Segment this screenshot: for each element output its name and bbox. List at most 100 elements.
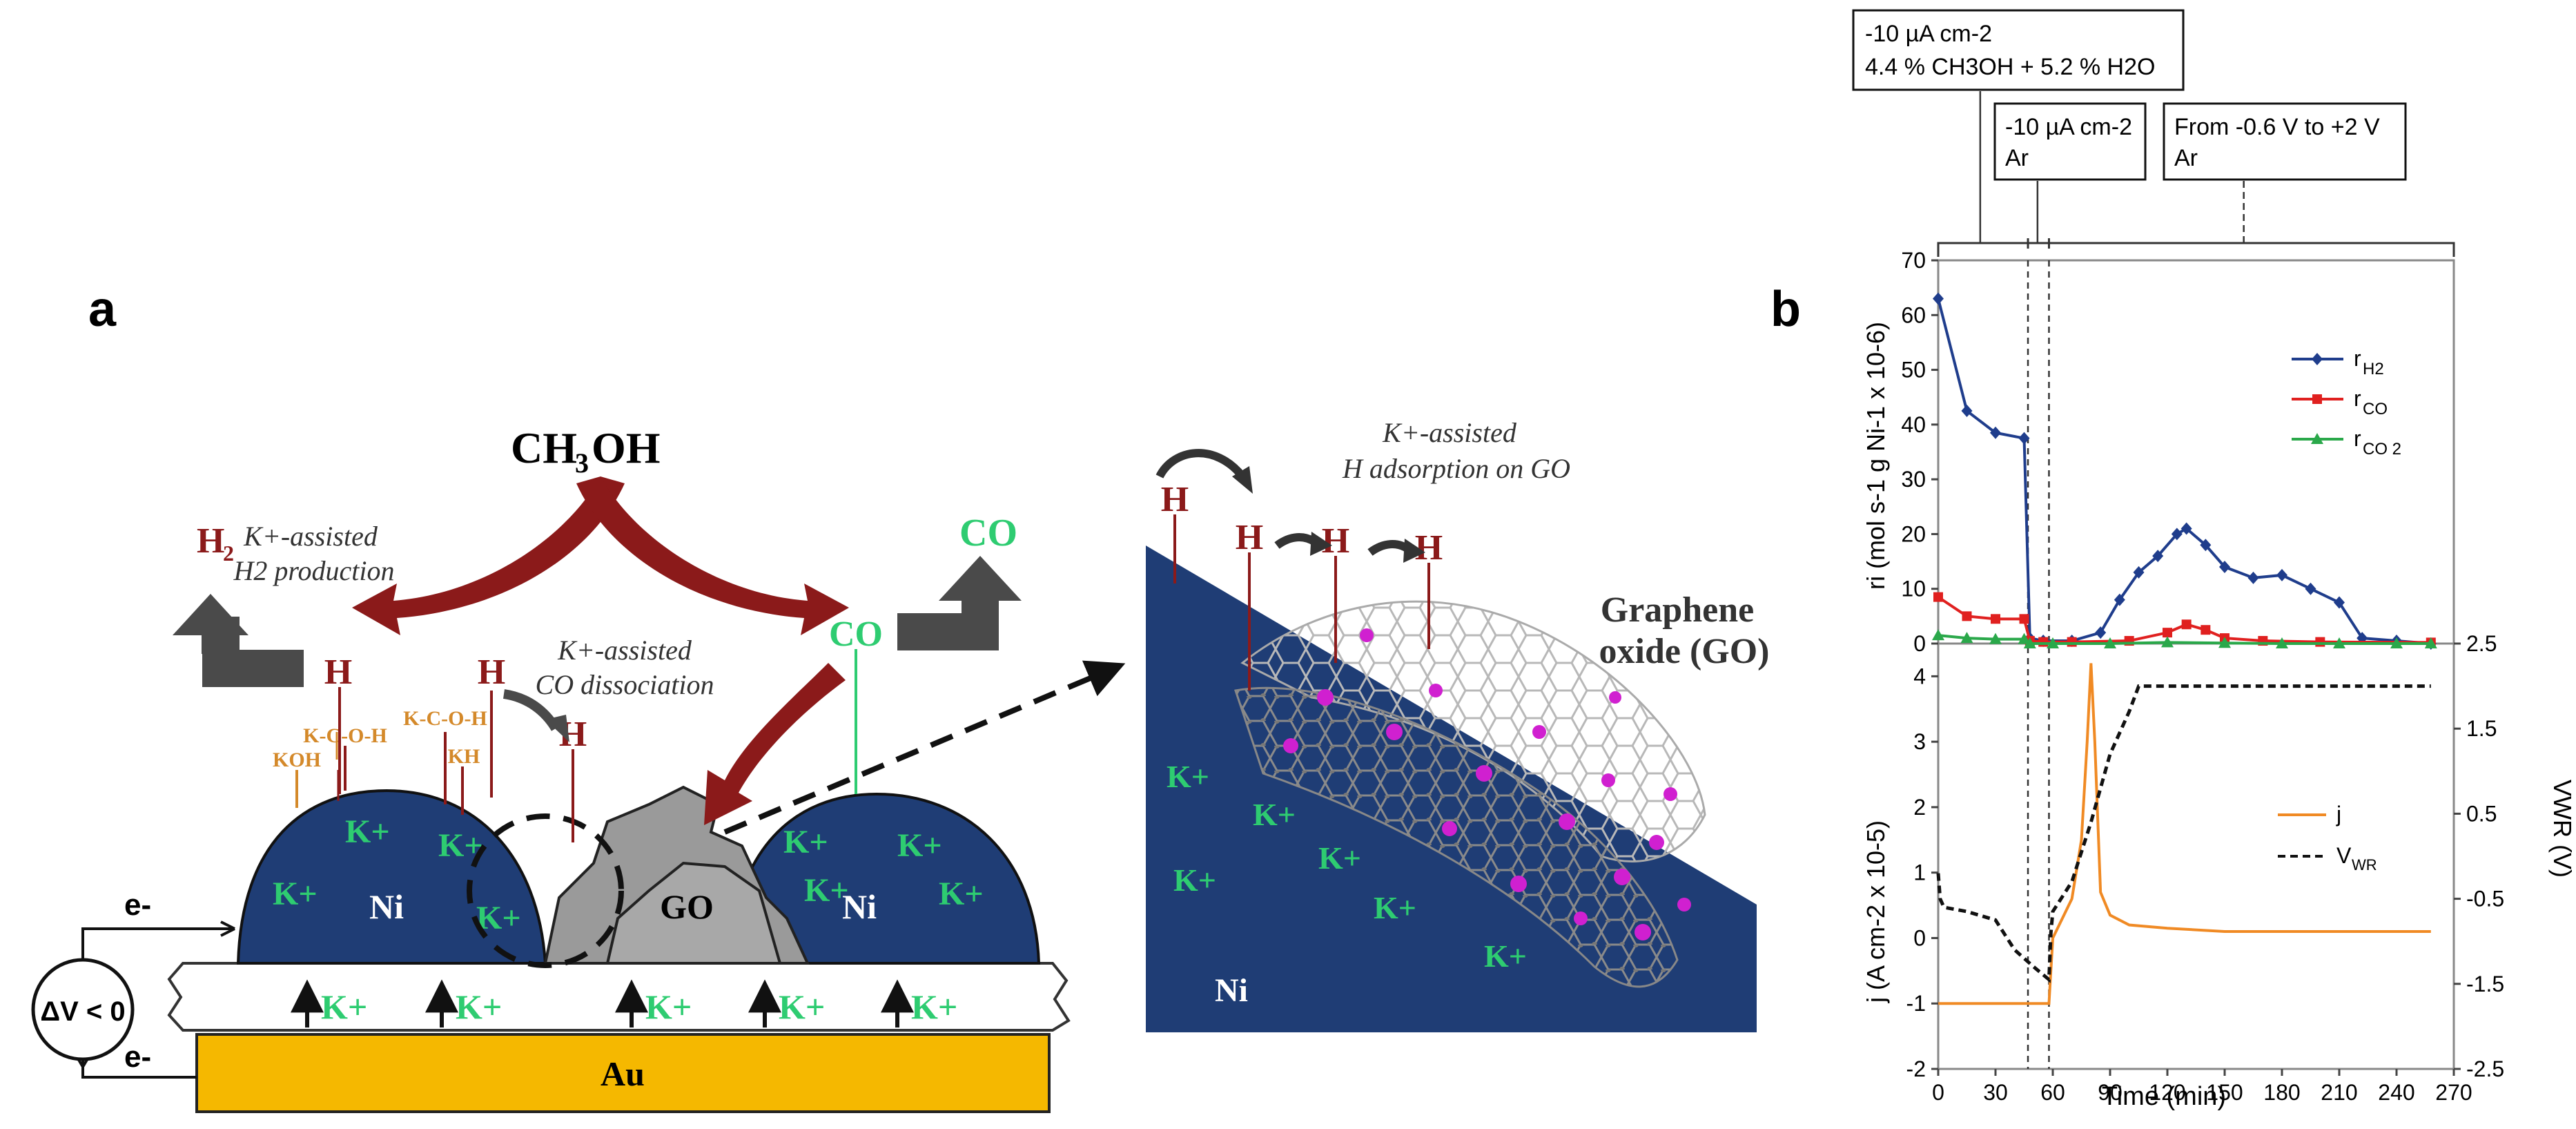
y-top-tick-label: 30: [1901, 467, 1926, 492]
x-tick-label: 120: [2149, 1080, 2185, 1105]
co-dissociation-line1: K+-assisted: [557, 635, 692, 666]
point-rCO2: [1989, 633, 2002, 644]
legend-label-rH2: r: [2354, 346, 2361, 371]
au-label: Au: [601, 1054, 645, 1093]
point-rH2: [2219, 561, 2230, 573]
point-rH2: [2247, 571, 2259, 584]
ni-left-label: Ni: [369, 887, 404, 926]
point-rCO: [2201, 625, 2211, 635]
h2-production-line1: K+-assisted: [243, 521, 378, 552]
y-bottom-tick-label: 4: [1913, 664, 1926, 688]
co-dissociation-line2: CO dissociation: [536, 669, 714, 700]
point-rCO2: [2104, 637, 2116, 648]
y-axis-label-right: VWR (V): [2548, 780, 2576, 878]
box2-line2: Ar: [2005, 145, 2029, 171]
box1-line2: 4.4 % CH3OH + 5.2 % H2O: [1865, 54, 2155, 80]
graphene-oxide-line1: Graphene: [1601, 590, 1754, 630]
y-top-tick-label: 10: [1901, 577, 1926, 601]
point-rH2: [2334, 596, 2345, 609]
y-right-tick-label: 0.5: [2466, 801, 2497, 826]
svg-text:H: H: [1161, 480, 1189, 519]
box3-line1: From -0.6 V to +2 V: [2174, 114, 2380, 140]
k-plus-membrane-3: K+: [645, 987, 692, 1026]
svg-text:3: 3: [575, 447, 589, 479]
point-rH2: [2018, 432, 2030, 445]
au-electrode: [195, 1033, 1051, 1113]
kcoh-left: K-C-O-H: [303, 724, 387, 747]
point-rCO2: [2023, 637, 2036, 648]
k-plus-membrane-2: K+: [456, 987, 502, 1026]
point-rH2: [2133, 566, 2145, 579]
legend-sub-rCO: CO: [2363, 400, 2388, 418]
x-tick-label: 180: [2263, 1080, 2300, 1105]
co-product: CO: [959, 512, 1017, 554]
svg-text:K+: K+: [345, 813, 390, 850]
y-bottom-tick-label: -1: [1906, 991, 1926, 1016]
phase-bracket: [1937, 242, 2455, 257]
x-axis-label: Time (min): [2102, 1082, 2226, 1111]
point-rCO2: [2218, 637, 2231, 648]
k-plus-membrane-5: K+: [911, 987, 957, 1026]
ni-right-label: Ni: [842, 887, 877, 926]
x-tick-label: 150: [2206, 1080, 2243, 1105]
legend-marker-rH2: [2312, 353, 2323, 365]
y-right-tick-label: 2.5: [2466, 631, 2497, 656]
series-line-rH2: [1937, 298, 2431, 645]
go-label: GO: [660, 887, 714, 926]
condition-box-2: [1993, 102, 2147, 181]
point-rCO2: [2161, 636, 2174, 648]
y-bottom-tick-label: 3: [1913, 729, 1926, 754]
legend-sub-VWR: WR: [2352, 856, 2377, 874]
h2-product: H: [197, 521, 224, 561]
x-tick-label: 210: [2321, 1080, 2357, 1105]
legend-sub-rCO2: CO 2: [2363, 440, 2401, 459]
k-plus-membrane-1: K+: [321, 987, 367, 1026]
y-bottom-tick-label: -2: [1906, 1056, 1926, 1081]
svg-text:OH: OH: [592, 423, 661, 472]
graphene-oxide-sheet: [1234, 600, 1706, 988]
h2-production-line2: H2 production: [233, 555, 395, 586]
point-rH2: [2095, 626, 2107, 639]
y-bottom-tick-label: 0: [1913, 925, 1926, 950]
x-tick-label: 60: [2040, 1080, 2065, 1105]
inset-h-atoms: H H H H: [1161, 480, 1443, 691]
y-axis-label-bottom: j (A cm-2 x 10-5): [1862, 820, 1890, 1003]
point-rH2: [2171, 528, 2183, 541]
point-rH2: [1933, 292, 1944, 305]
y-top-tick-label: 50: [1901, 358, 1926, 383]
electron-top: e-: [124, 888, 151, 922]
x-tick-label: 270: [2435, 1080, 2472, 1105]
koh-label: KOH: [273, 749, 321, 771]
y-top-tick-label: 20: [1901, 521, 1926, 546]
svg-text:H: H: [1322, 521, 1349, 561]
point-rCO2: [2276, 637, 2288, 648]
legend-label-rCO: r: [2354, 386, 2361, 411]
svg-text:K+: K+: [1167, 759, 1209, 794]
point-rH2: [2152, 550, 2164, 563]
svg-text:K+: K+: [1253, 797, 1296, 832]
reaction-arrows: [352, 476, 849, 825]
legend-sub-rH2: H2: [2363, 360, 2384, 378]
y-axis-label-top: ri (mol s-1 g Ni-1 x 10-6): [1862, 322, 1890, 590]
y-bottom-tick-label: 2: [1913, 795, 1926, 820]
zoom-circle: [467, 813, 624, 968]
electron-bottom: e-: [124, 1040, 151, 1074]
y-top-tick-label: 40: [1901, 412, 1926, 437]
x-tick-label: 30: [1983, 1080, 2008, 1105]
svg-text:K+: K+: [939, 876, 984, 912]
svg-text:K+: K+: [1484, 938, 1527, 974]
point-rH2: [2200, 539, 2212, 552]
legend-label-j: j: [2336, 802, 2341, 827]
x-tick-label: 0: [1932, 1080, 1944, 1105]
point-rCO2: [2424, 637, 2437, 648]
y-top-tick-label: 70: [1901, 248, 1926, 273]
svg-text:K+: K+: [783, 824, 828, 860]
point-rCO: [2067, 637, 2077, 647]
point-rCO: [2163, 628, 2172, 638]
point-rCO: [2038, 637, 2049, 647]
kcoh-right: K-C-O-H: [403, 707, 487, 730]
svg-text:K+: K+: [273, 876, 318, 912]
y-right-tick-label: -1.5: [2466, 972, 2504, 996]
svg-text:H: H: [1236, 518, 1263, 557]
condition-box-3: [2163, 102, 2407, 181]
